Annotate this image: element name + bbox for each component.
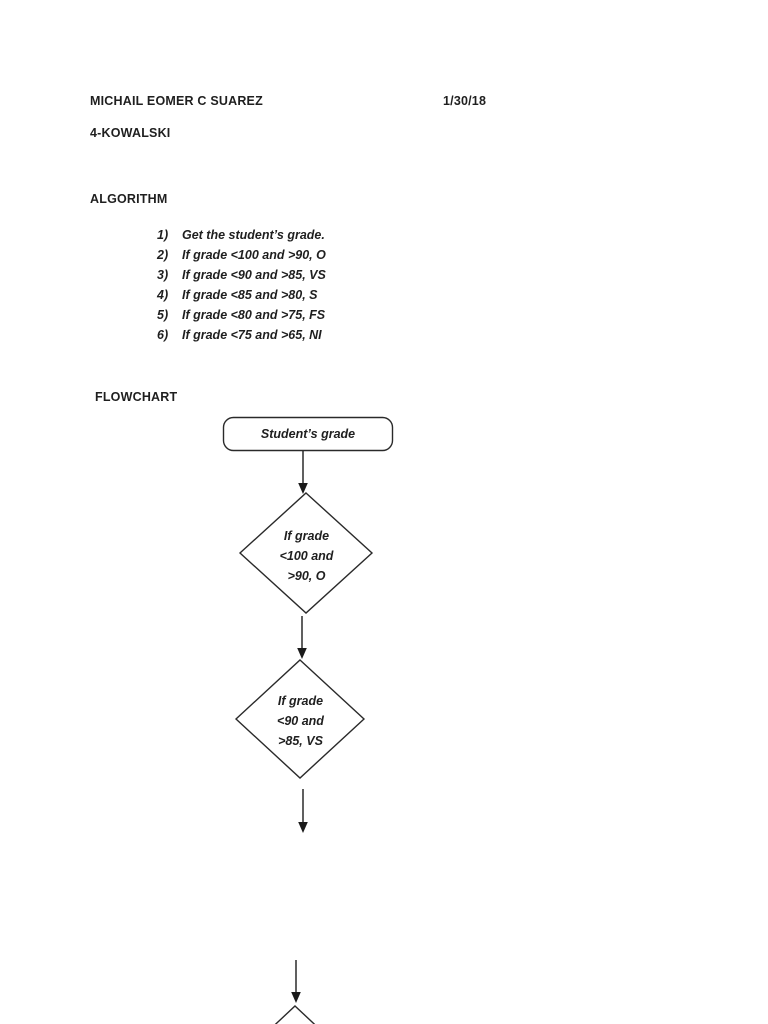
decision-1-label: If grade <100 and >90, O — [236, 526, 377, 586]
decision-1-line-3: >90, O — [287, 569, 326, 583]
decision-2-label: If grade <90 and >85, VS — [230, 691, 371, 751]
decision-shape-1 — [238, 492, 374, 614]
decision-shape-2 — [234, 659, 366, 779]
algorithm-steps: 1) Get the student’s grade. 2) If grade … — [157, 225, 326, 345]
step-number: 4) — [157, 288, 169, 302]
algorithm-step-3: 3) If grade <90 and >85, VS — [157, 265, 326, 285]
date: 1/30/18 — [443, 94, 487, 108]
decision-1-line-2: <100 and — [279, 549, 334, 563]
algorithm-heading: ALGORITHM — [90, 192, 168, 206]
arrowhead-2 — [297, 648, 307, 659]
decision-shape-3-partial — [274, 1005, 316, 1024]
algorithm-step-6: 6) If grade <75 and >65, NI — [157, 325, 326, 345]
algorithm-step-2: 2) If grade <100 and >90, O — [157, 245, 326, 265]
step-number: 3) — [157, 268, 169, 282]
terminator-shape — [222, 416, 394, 452]
flowchart-heading: FLOWCHART — [95, 390, 178, 404]
step-text: If grade <100 and >90, O — [182, 248, 326, 262]
decision-2-line-3: >85, VS — [278, 734, 323, 748]
algorithm-step-4: 4) If grade <85 and >80, S — [157, 285, 326, 305]
step-number: 5) — [157, 308, 169, 322]
step-text: If grade <90 and >85, VS — [182, 268, 326, 282]
step-number: 1) — [157, 228, 169, 242]
decision-2-line-1: If grade — [277, 694, 324, 708]
step-text: Get the student’s grade. — [182, 228, 325, 242]
step-text: If grade <75 and >65, NI — [182, 328, 322, 342]
step-text: If grade <85 and >80, S — [182, 288, 318, 302]
algorithm-step-1: 1) Get the student’s grade. — [157, 225, 326, 245]
student-name: MICHAIL EOMER C SUAREZ — [90, 94, 263, 108]
class-section: 4-KOWALSKI — [90, 126, 171, 140]
decision-1-line-1: If grade — [283, 529, 330, 543]
arrowhead-1 — [298, 483, 308, 494]
step-text: If grade <80 and >75, FS — [182, 308, 326, 322]
arrowhead-4 — [291, 992, 301, 1003]
decision-2-line-2: <90 and — [277, 714, 324, 728]
arrowhead-3 — [298, 822, 308, 833]
step-number: 6) — [157, 328, 169, 342]
terminator-label: Student’s grade — [260, 427, 356, 441]
algorithm-step-5: 5) If grade <80 and >75, FS — [157, 305, 326, 325]
step-number: 2) — [157, 248, 169, 262]
